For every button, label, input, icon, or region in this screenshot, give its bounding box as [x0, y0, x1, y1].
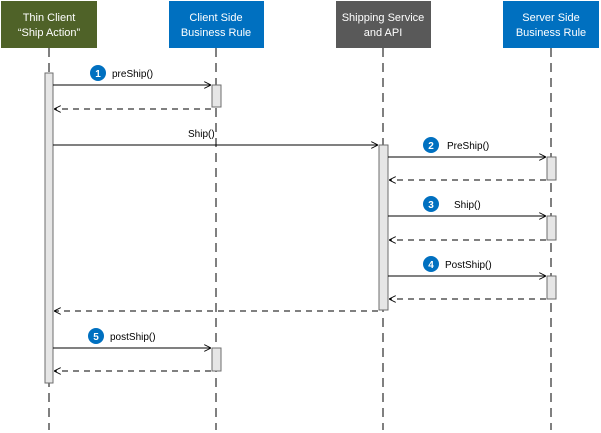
badge-circle [423, 256, 439, 272]
activation-server-side-1 [546, 156, 557, 181]
activation-client-side-1 [211, 84, 222, 108]
participant-shipping-service: Shipping Service and API [336, 1, 431, 48]
participant-label-line1: Client Side [189, 12, 242, 24]
activation-client-side-2 [211, 347, 222, 372]
participant-label-line2: “Ship Action” [18, 27, 81, 39]
activation-thin-client [44, 72, 54, 384]
badge-number: 2 [428, 141, 434, 152]
participant-box [1, 1, 97, 48]
participant-box [503, 1, 599, 48]
badge-number: 3 [428, 200, 434, 211]
badge-number: 5 [93, 332, 99, 343]
badge-number: 4 [428, 260, 434, 271]
badge-circle [423, 137, 439, 153]
participant-label-line1: Thin Client [23, 12, 76, 24]
participant-box [169, 1, 264, 48]
badge-number: 1 [95, 69, 101, 80]
participant-thin-client: Thin Client “Ship Action” [1, 1, 97, 48]
participant-label-line2: Business Rule [181, 27, 251, 39]
participant-label-line1: Server Side [522, 12, 579, 24]
activation-server-side-3 [546, 275, 557, 300]
badge-circle [90, 65, 106, 81]
participant-box [336, 1, 431, 48]
badge-4: 4 [423, 256, 439, 272]
message-label-server-ship: Ship() [454, 200, 481, 211]
message-label-server-postship: PostShip() [445, 260, 492, 271]
participant-label-line2: and API [364, 27, 403, 39]
message-label-server-preship: PreShip() [447, 141, 489, 152]
badge-circle [88, 328, 104, 344]
badge-1: 1 [90, 65, 106, 81]
badge-2: 2 [423, 137, 439, 153]
activation-shipping-service [378, 144, 389, 311]
participant-label-line2: Business Rule [516, 27, 586, 39]
message-label-ship: Ship() [188, 129, 215, 140]
badge-circle [423, 196, 439, 212]
participant-server-side-business-rule: Server Side Business Rule [503, 1, 599, 48]
message-label-postship: postShip() [110, 332, 156, 343]
badge-5: 5 [88, 328, 104, 344]
activation-server-side-2 [546, 215, 557, 241]
participant-client-side-business-rule: Client Side Business Rule [169, 1, 264, 48]
participant-label-line1: Shipping Service [342, 12, 425, 24]
badge-3: 3 [423, 196, 439, 212]
message-label-preship: preShip() [112, 69, 153, 80]
